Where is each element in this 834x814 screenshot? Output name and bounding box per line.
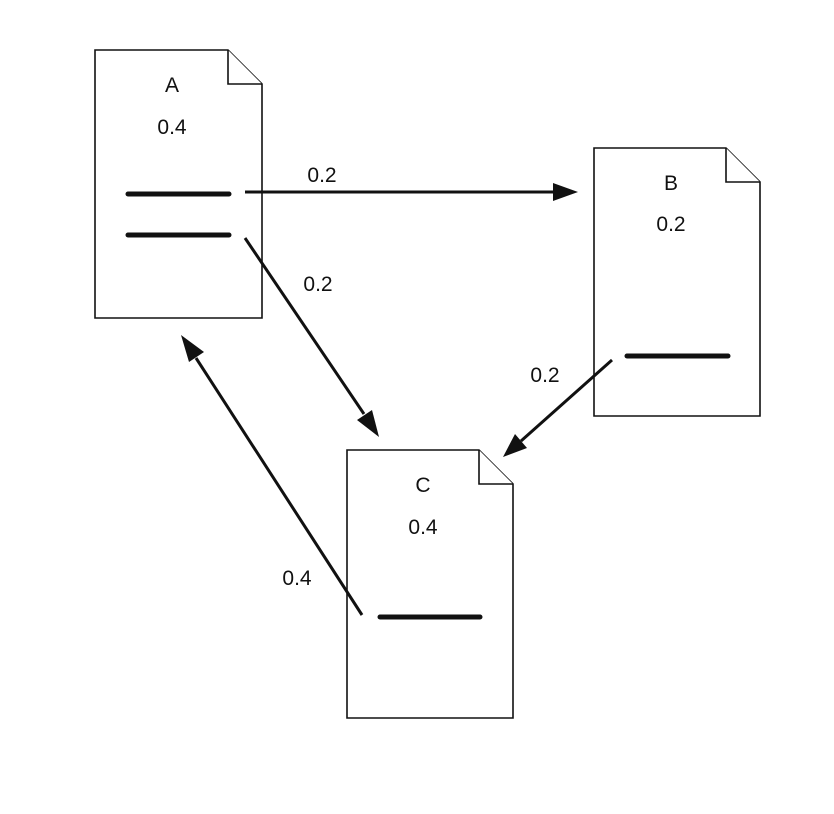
link-c-to-a-weight: 0.4 (282, 567, 312, 590)
page-a-document-icon (94, 49, 263, 319)
link-b-to-c-weight: 0.2 (530, 364, 559, 387)
page-c-document-icon (346, 449, 514, 719)
link-a-to-c-line (243, 237, 366, 415)
page-c-folded-corner (478, 450, 513, 485)
link-b-to-c-arrowhead (503, 434, 527, 457)
link-a-to-b: 0.2 (245, 164, 578, 201)
page-c: C 0.4 (346, 449, 514, 719)
page-b-rank: 0.2 (656, 213, 685, 236)
link-a-to-c-arrowhead (357, 410, 379, 437)
link-b-to-c-line (520, 358, 613, 443)
link-a-to-b-arrowhead (553, 183, 578, 201)
page-c-name: C (415, 474, 430, 497)
page-b-name: B (664, 172, 678, 195)
page-b-folded-corner (725, 148, 760, 183)
link-a-to-c-weight: 0.2 (303, 273, 332, 296)
page-a-folded-corner (227, 50, 262, 85)
page-a: A 0.4 (94, 49, 263, 319)
link-a-to-b-weight: 0.2 (307, 164, 336, 187)
page-c-rank: 0.4 (408, 516, 438, 539)
page-b-document-icon (593, 147, 761, 417)
link-c-to-a: 0.4 (181, 335, 364, 616)
page-a-name: A (165, 74, 179, 97)
link-c-to-a-line (194, 357, 364, 616)
link-b-to-c: 0.2 (503, 358, 613, 457)
link-a-to-c: 0.2 (243, 237, 379, 437)
page-a-rank: 0.4 (157, 116, 187, 139)
page-b: B 0.2 (593, 147, 761, 417)
link-c-to-a-arrowhead (181, 335, 204, 362)
